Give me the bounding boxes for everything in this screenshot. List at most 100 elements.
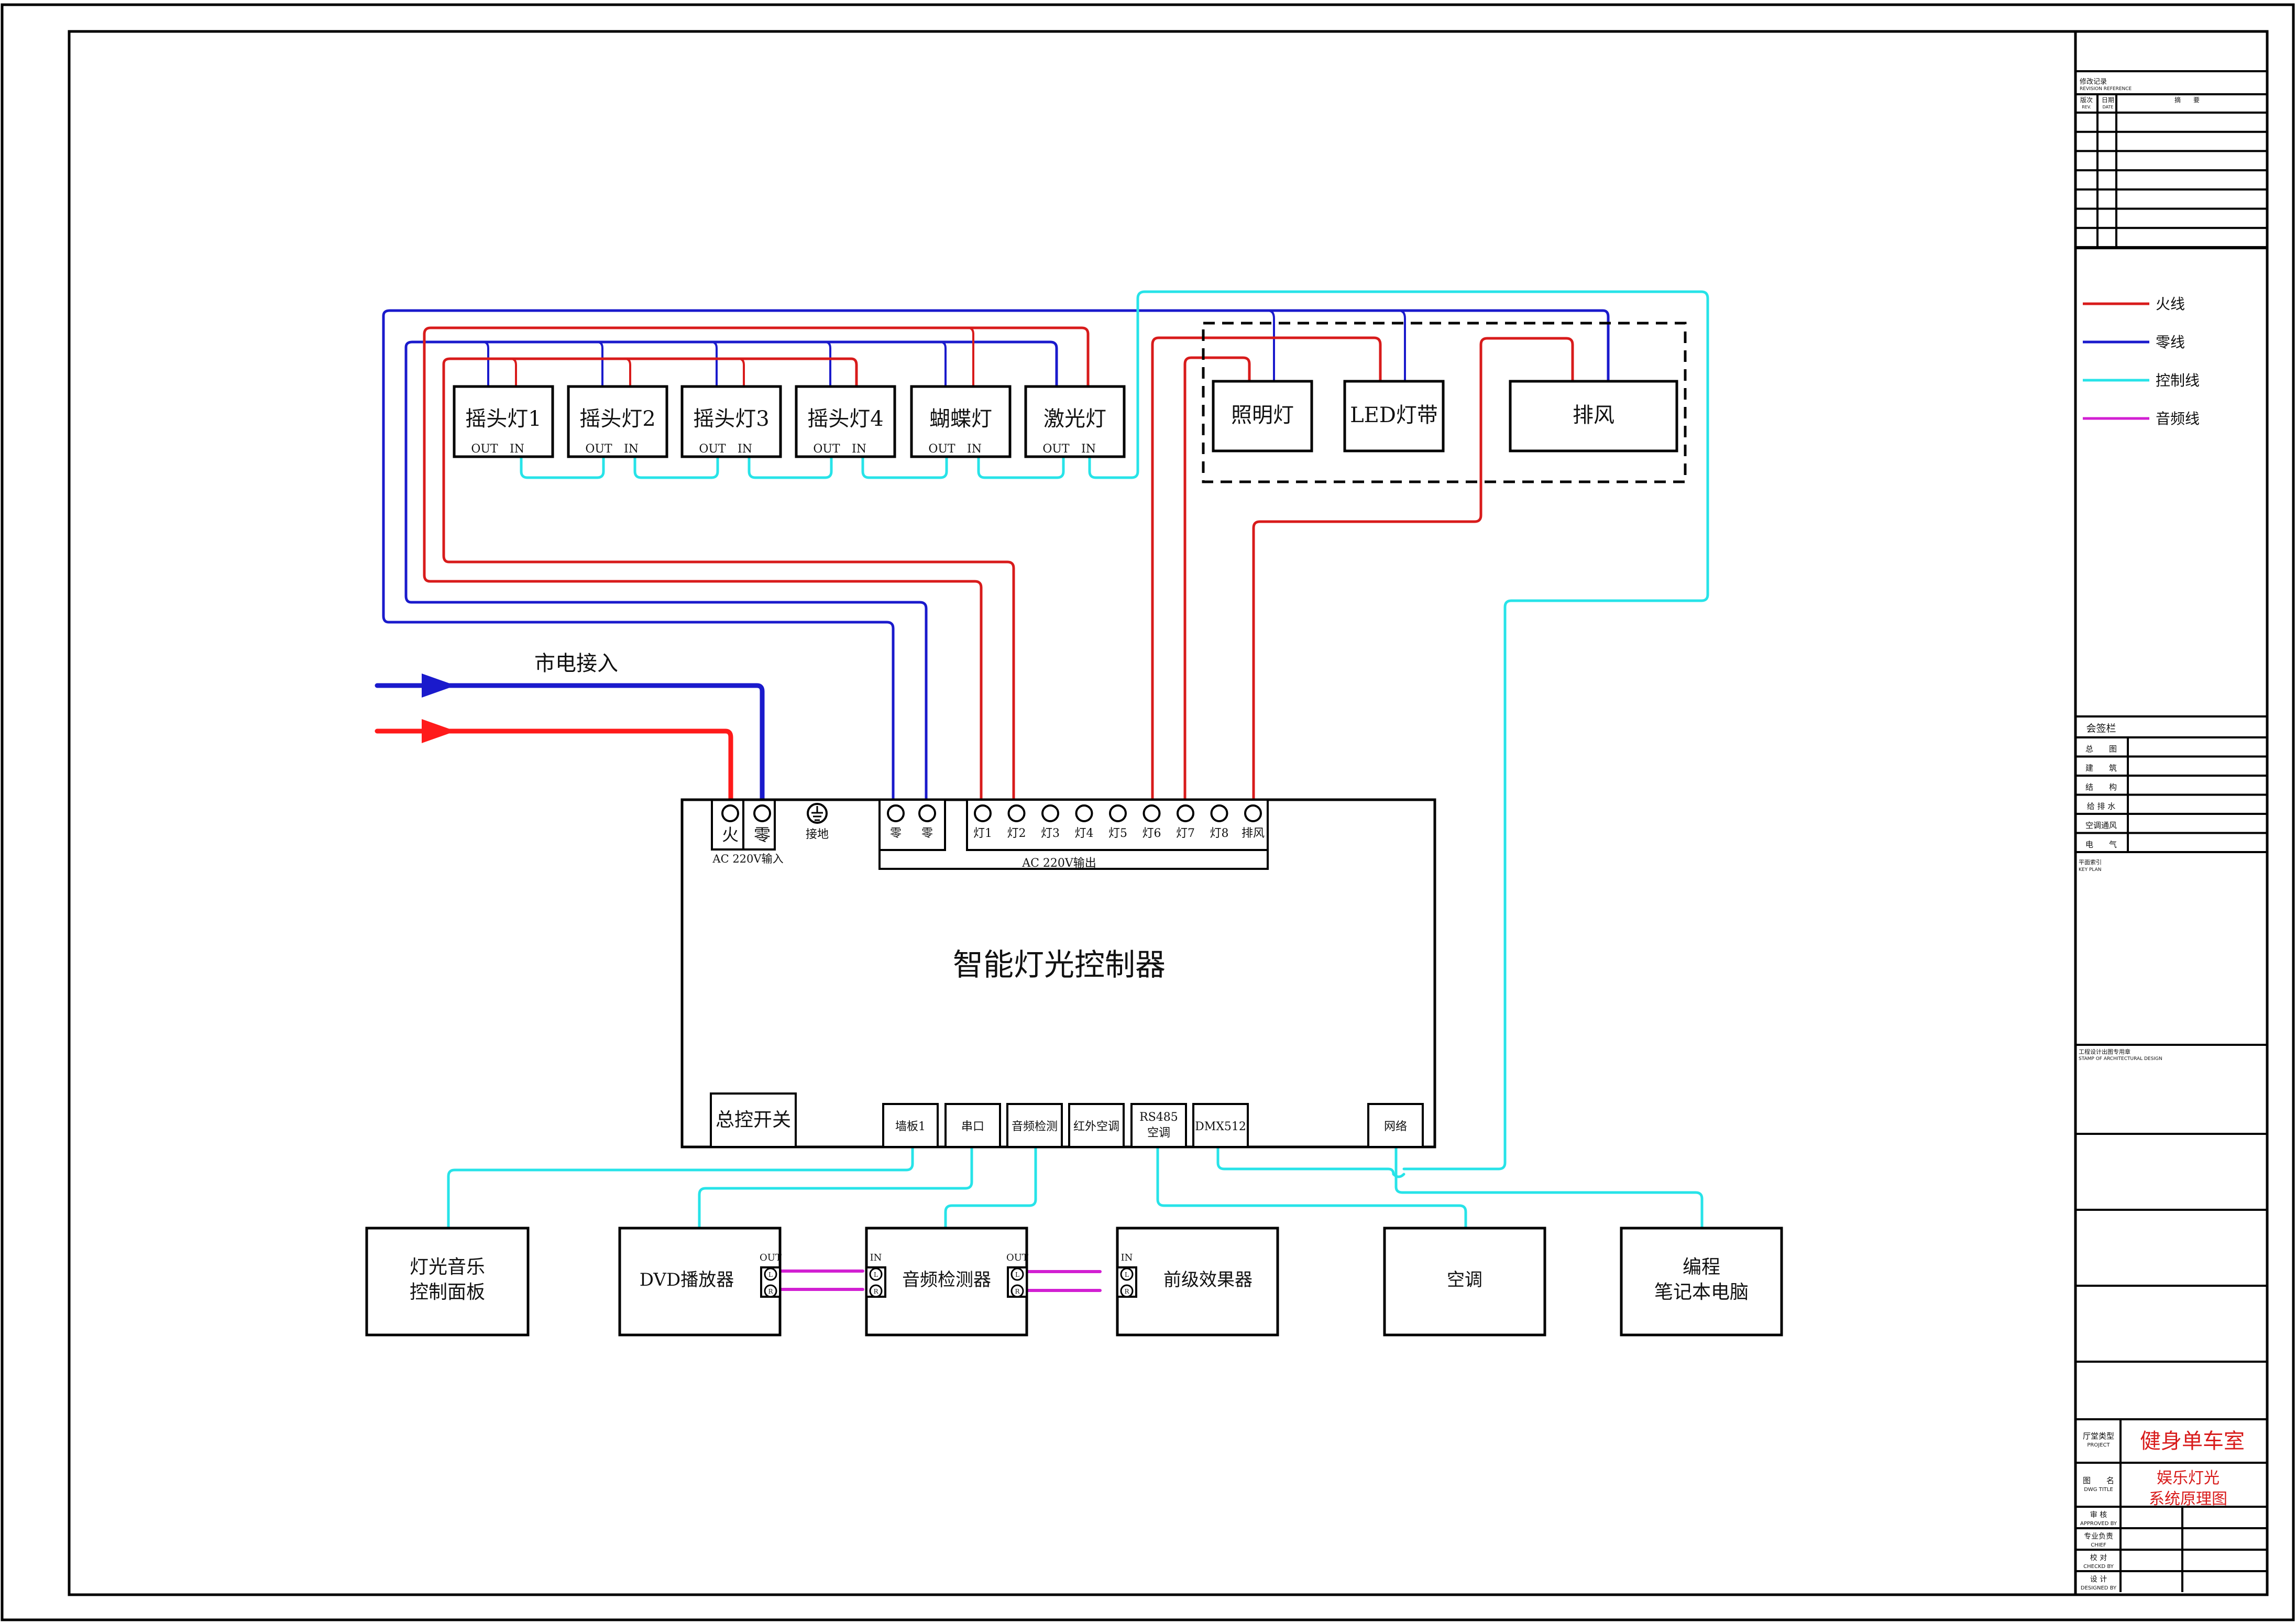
fixture-out-label: OUT [928, 443, 955, 456]
revision-col-summary: 摘 要 [2174, 96, 2200, 104]
port-2[interactable]: 串口 [944, 1103, 1001, 1148]
signature-label-en: CHIEF [2091, 1542, 2106, 1548]
port-box[interactable] [1367, 1103, 1424, 1148]
fixture-box[interactable] [795, 385, 896, 458]
terminal-channel-8[interactable] [1210, 804, 1228, 822]
jack-r[interactable] [869, 1284, 883, 1298]
signature-label-en: CHECKD BY [2083, 1564, 2114, 1570]
device-box[interactable] [618, 1227, 782, 1337]
device-box[interactable] [1620, 1227, 1783, 1337]
jack-letter: R [1124, 1288, 1129, 1295]
fixture-right-3[interactable]: 排风 [1509, 380, 1678, 452]
terminal-live-in-label: 火 [722, 825, 739, 845]
terminal-channel-2[interactable] [1007, 804, 1026, 822]
jack-r[interactable] [1010, 1284, 1024, 1298]
jack-l[interactable] [869, 1267, 883, 1281]
jack-letter: L [1015, 1271, 1019, 1278]
terminal-channel-3[interactable] [1041, 804, 1059, 822]
control-network [1394, 1146, 1704, 1230]
jack-letter: R [873, 1288, 878, 1295]
terminal-channel-5[interactable] [1109, 804, 1127, 822]
master-switch[interactable] [710, 1092, 797, 1148]
terminal-live-in[interactable] [721, 804, 739, 822]
output-caption: AC 220V输出 [1021, 857, 1096, 870]
port-6[interactable]: DMX512 [1192, 1103, 1249, 1148]
fixture-box[interactable] [567, 385, 668, 458]
dwg-title-label-cn: 图 名 [2083, 1476, 2114, 1485]
fixture-box[interactable] [1212, 380, 1313, 452]
input-caption: AC 220V输入 [712, 853, 783, 865]
terminal-channel-9[interactable] [1244, 804, 1262, 822]
terminal-channel-1[interactable] [974, 804, 992, 822]
jack-r[interactable] [1120, 1284, 1134, 1298]
jack-out-label: OUT [760, 1252, 782, 1263]
fixture-box[interactable] [1343, 380, 1445, 452]
fixture-box[interactable] [910, 385, 1012, 458]
fixture-right-2[interactable]: LED灯带 [1343, 380, 1445, 452]
jack-r[interactable] [764, 1284, 777, 1298]
terminal-channel-4[interactable] [1075, 804, 1093, 822]
device-box[interactable] [1116, 1227, 1279, 1337]
jack-l[interactable] [1120, 1267, 1134, 1281]
device-box[interactable] [365, 1227, 530, 1337]
device-label: 编程 [1683, 1256, 1720, 1278]
neutral-drop-4 [824, 341, 831, 388]
neutral-wire-fixtures [404, 340, 1058, 801]
port-box[interactable] [944, 1103, 1001, 1148]
device-box[interactable] [1383, 1227, 1546, 1337]
fixture-in-label: IN [510, 443, 524, 456]
jack-l[interactable] [1010, 1267, 1024, 1281]
fixture-in-label: IN [624, 443, 639, 456]
port-box[interactable] [1130, 1103, 1187, 1148]
terminal-channel-6[interactable] [1142, 804, 1161, 822]
port-1[interactable]: 墙板1 [882, 1103, 939, 1148]
terminal-neutral-out-2[interactable] [918, 804, 936, 822]
port-3[interactable]: 音频检测 [1006, 1103, 1063, 1148]
controller-body[interactable] [680, 798, 1436, 1149]
fixture-box[interactable] [680, 385, 782, 458]
jack-l[interactable] [764, 1267, 777, 1281]
live-wire-ch6 [1151, 336, 1382, 801]
master-switch-label: 总控开关 [716, 1109, 791, 1131]
outer-border [1, 3, 2295, 1621]
port-7[interactable]: 网络 [1367, 1103, 1424, 1148]
fixture-box[interactable] [1509, 380, 1678, 452]
terminal-label: 灯5 [1108, 827, 1127, 840]
port-box[interactable] [1006, 1103, 1063, 1148]
countersign-row-label: 空调通风 [2085, 821, 2117, 830]
fixture-box[interactable] [453, 385, 554, 458]
signature-label-en: DESIGNED BY [2081, 1585, 2117, 1591]
mains-neutral-arrow [422, 674, 456, 698]
terminal-neutral-in[interactable] [753, 804, 771, 822]
device-box[interactable] [865, 1227, 1028, 1337]
control-dmx-port [1216, 1146, 1405, 1178]
controller-label: 智能灯光控制器 [953, 947, 1166, 982]
stamp-cn: 工程设计出图专用章 [2079, 1048, 2130, 1055]
revision-title-en: REVISION REFERENCE [2080, 86, 2132, 92]
device-label: 空调 [1447, 1269, 1482, 1290]
device-5[interactable]: 空调 [1383, 1227, 1546, 1337]
fixture-box[interactable] [1024, 385, 1126, 458]
port-4[interactable]: 红外空调 [1068, 1103, 1125, 1148]
terminal-neutral-out-1[interactable] [887, 804, 905, 822]
terminal-channel-7[interactable] [1177, 804, 1194, 822]
port-box[interactable] [1068, 1103, 1125, 1148]
mains-label: 市电接入 [534, 652, 618, 676]
port-box[interactable] [882, 1103, 939, 1148]
port-box[interactable] [1192, 1103, 1249, 1148]
fixture-right-1[interactable]: 照明灯 [1212, 380, 1313, 452]
live-wire-exhaust [1252, 337, 1574, 801]
